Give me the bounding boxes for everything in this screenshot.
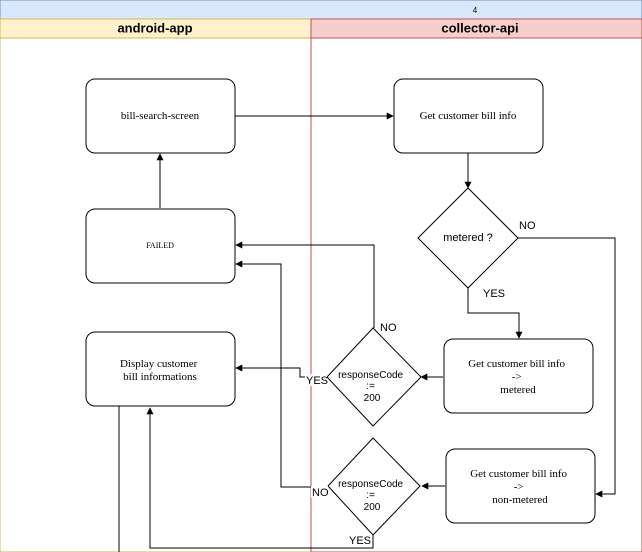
edge-resp1-no [235,241,375,328]
node-text-get-nonmetered: Get customer bill info -> non-metered [470,468,570,506]
label-metered-yes: YES [483,288,505,300]
lane-title-android-app: android-app [117,20,192,35]
node-failed: FAILED [85,208,236,284]
edge-metered-yes [467,288,523,339]
node-text-get-metered: Get customer bill info -> metered [468,358,568,396]
node-text-failed: FAILED [146,241,174,250]
decision-text-resp1: responseCode := 200 [338,370,406,404]
label-resp2-no: NO [312,487,329,499]
decision-metered: metered ? [417,187,519,289]
pool-header: 4 [0,0,642,20]
decision-text-metered: metered ? [443,232,493,244]
node-get-bill-info-metered: Get customer bill info -> metered [443,338,594,414]
node-get-customer-bill-info: Get customer bill info [393,78,544,154]
node-text-get-info: Get customer bill info [420,110,517,122]
node-bill-search-screen: bill-search-screen [85,78,236,154]
edges [118,112,616,552]
edge-labels: NO YES NO YES NO YES [305,220,536,547]
node-text-bill-search-screen: bill-search-screen [121,110,200,122]
decision-response-code-2: responseCode := 200 [327,437,421,536]
label-metered-no: NO [519,220,536,232]
label-resp2-yes: YES [349,535,371,547]
node-get-bill-info-non-metered: Get customer bill info -> non-metered [445,448,596,524]
decision-text-resp2: responseCode := 200 [338,479,406,513]
label-resp1-no: NO [380,322,397,334]
pool-label: 4 [473,6,478,15]
node-text-display: Display customer bill informations [120,358,200,383]
lane-title-collector-api: collector-api [441,20,518,35]
decision-response-code-1: responseCode := 200 [326,327,422,427]
edge-resp2-no [235,260,328,488]
edge-metered-no [518,237,616,498]
label-resp1-yes: YES [306,375,328,387]
edge-resp2-yes [146,407,374,549]
node-display-customer-bill: Display customer bill informations [85,331,236,407]
